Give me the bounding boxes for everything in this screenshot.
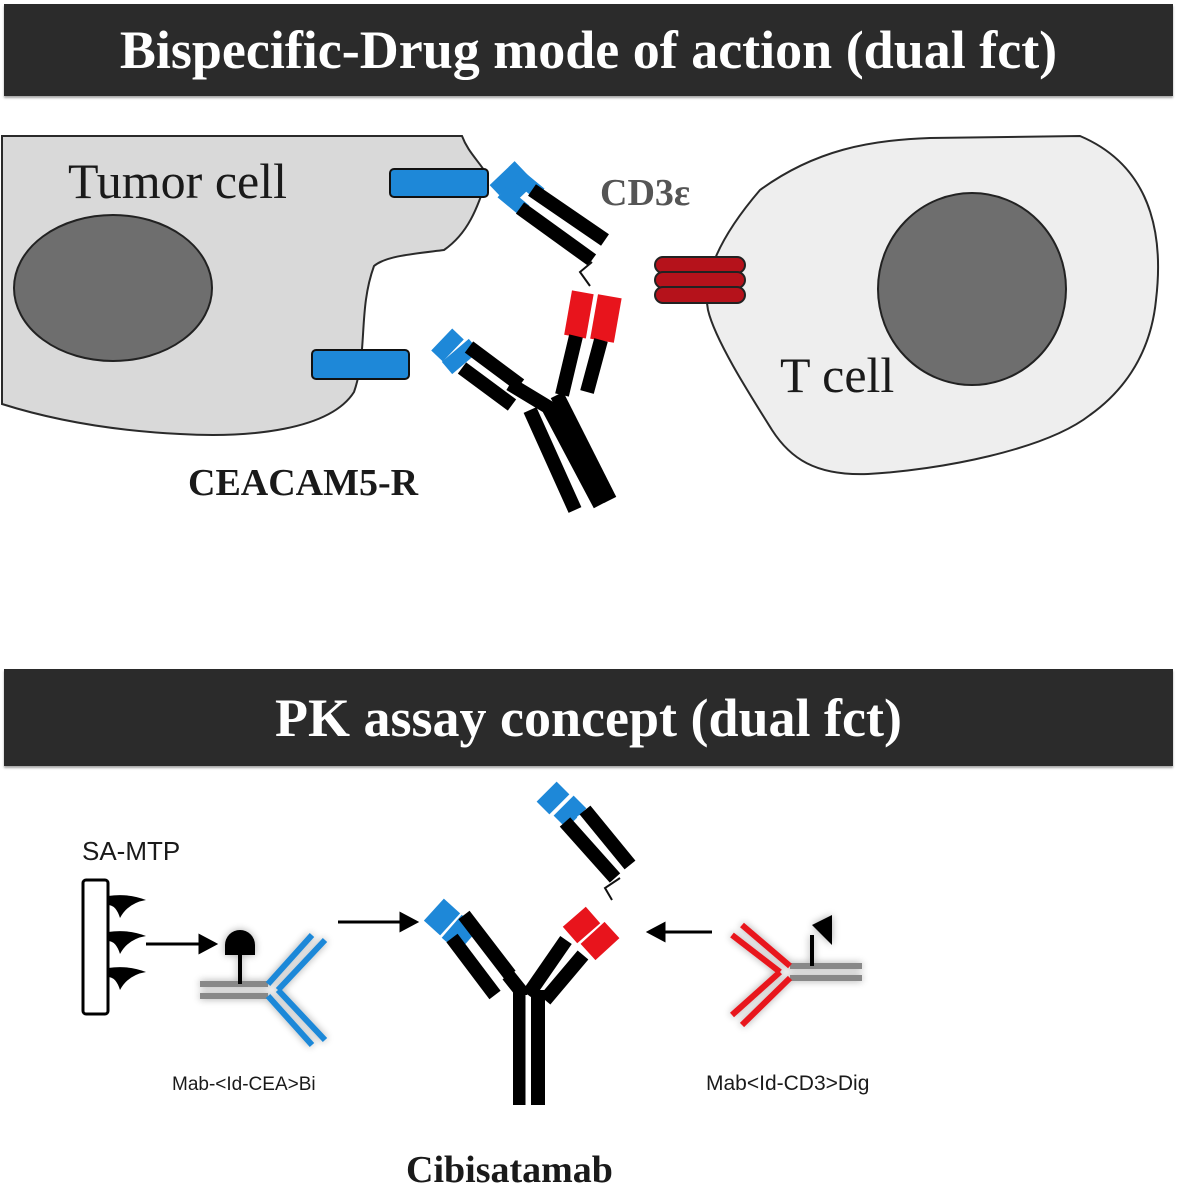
ceacam5-receptor-upper: [389, 168, 489, 198]
sa-mtp-label: SA-MTP: [82, 836, 180, 866]
arrow-capture-to-drug: [338, 911, 420, 933]
t-cell-nucleus: [877, 192, 1067, 386]
detection-antibody: [729, 915, 862, 1028]
tumor-nucleus: [13, 214, 213, 362]
cibisatamab-antibody: [423, 781, 636, 1105]
ceacam5-label: CEACAM5-R: [188, 462, 419, 504]
bispecific-antibody-top: [431, 161, 622, 513]
cd3-label: CD3ε: [600, 172, 690, 214]
pk-assay-title: PK assay concept (dual fct): [4, 669, 1173, 766]
sa-mtp-plate: [81, 878, 110, 1016]
streptavidin-sites: [108, 895, 146, 990]
ceacam5-receptor-lower: [311, 349, 410, 380]
tumor-cell-label: Tumor cell: [68, 153, 287, 209]
capture-antibody-label: Mab-<Id-CEA>Bi: [172, 1074, 316, 1095]
mode-of-action-title: Bispecific-Drug mode of action (dual fct…: [4, 4, 1173, 96]
cd3-receptor: [654, 256, 746, 304]
detection-antibody-label: Mab<Id-CD3>Dig: [706, 1072, 869, 1095]
cibisatamab-label: Cibisatamab: [406, 1149, 613, 1191]
t-cell-label: T cell: [780, 347, 894, 403]
arrow-detection-to-drug: [645, 921, 712, 943]
arrow-plate-to-capture: [146, 933, 219, 955]
capture-antibody: [200, 930, 328, 1048]
